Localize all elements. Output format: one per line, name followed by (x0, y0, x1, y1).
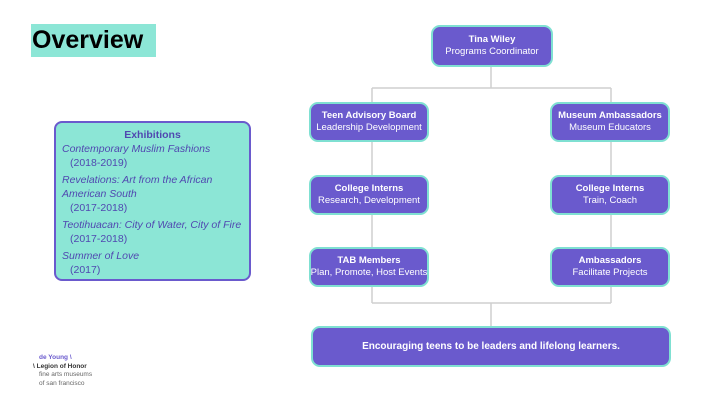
exhibition-years: (2017-2018) (70, 202, 128, 214)
logo-line: \ Legion of Honor (33, 362, 87, 370)
node-title: Museum Ambassadors (558, 110, 662, 121)
org-footer-message: Encouraging teens to be leaders and life… (311, 326, 671, 367)
node-subtitle: Museum Educators (569, 122, 651, 133)
org-node-teen-advisory-board: Teen Advisory Board Leadership Developme… (309, 102, 429, 142)
exhibition-name: Contemporary Muslim Fashions (62, 143, 211, 155)
exhibition-name: Revelations: Art from the African Americ… (62, 174, 213, 200)
node-subtitle: Programs Coordinator (445, 46, 539, 57)
logo-line: de Young \ (39, 354, 72, 361)
node-title: Ambassadors (578, 255, 642, 266)
node-subtitle: Plan, Promote, Host Events (310, 267, 428, 278)
logo-line: of san francisco (39, 379, 85, 387)
exhibition-item: Contemporary Muslim Fashions (2018-2019) (62, 142, 243, 170)
node-subtitle: Research, Development (318, 195, 420, 206)
org-node-museum-ambassadors: Museum Ambassadors Museum Educators (550, 102, 670, 142)
exhibition-item: Revelations: Art from the African Americ… (62, 173, 243, 215)
node-title: TAB Members (337, 255, 401, 266)
node-subtitle: Facilitate Projects (572, 267, 648, 278)
exhibition-years: (2017) (70, 264, 101, 276)
node-subtitle: Train, Coach (582, 195, 638, 206)
node-title: College Interns (334, 183, 404, 194)
node-title: Teen Advisory Board (321, 110, 417, 121)
footer-text: Encouraging teens to be leaders and life… (362, 340, 620, 352)
org-node-tab-members: TAB Members Plan, Promote, Host Events (309, 247, 429, 287)
node-subtitle: Leadership Development (316, 122, 422, 133)
exhibition-years: (2017-2018) (70, 233, 128, 245)
org-node-root: Tina Wiley Programs Coordinator (431, 25, 553, 67)
exhibition-item: Teotihuacan: City of Water, City of Fire… (62, 218, 243, 246)
exhibition-years: (2018-2019) (70, 157, 128, 169)
logo-line: fine arts museums (39, 371, 93, 378)
exhibition-name: Teotihuacan: City of Water, City of Fire (62, 219, 242, 231)
org-node-college-interns-left: College Interns Research, Development (309, 175, 429, 215)
exhibition-item: Summer of Love (2017) (62, 249, 243, 277)
org-node-college-interns-right: College Interns Train, Coach (550, 175, 670, 215)
museum-logo: de Young \ \ Legion of Honor fine arts m… (33, 354, 123, 388)
node-title: Tina Wiley (468, 34, 516, 45)
org-node-ambassadors: Ambassadors Facilitate Projects (550, 247, 670, 287)
slide-title: Overview (31, 24, 156, 57)
exhibitions-box: Exhibitions Contemporary Muslim Fashions… (54, 121, 251, 281)
node-title: College Interns (575, 183, 645, 194)
exhibition-name: Summer of Love (62, 250, 140, 262)
exhibitions-heading: Exhibitions (124, 129, 181, 141)
